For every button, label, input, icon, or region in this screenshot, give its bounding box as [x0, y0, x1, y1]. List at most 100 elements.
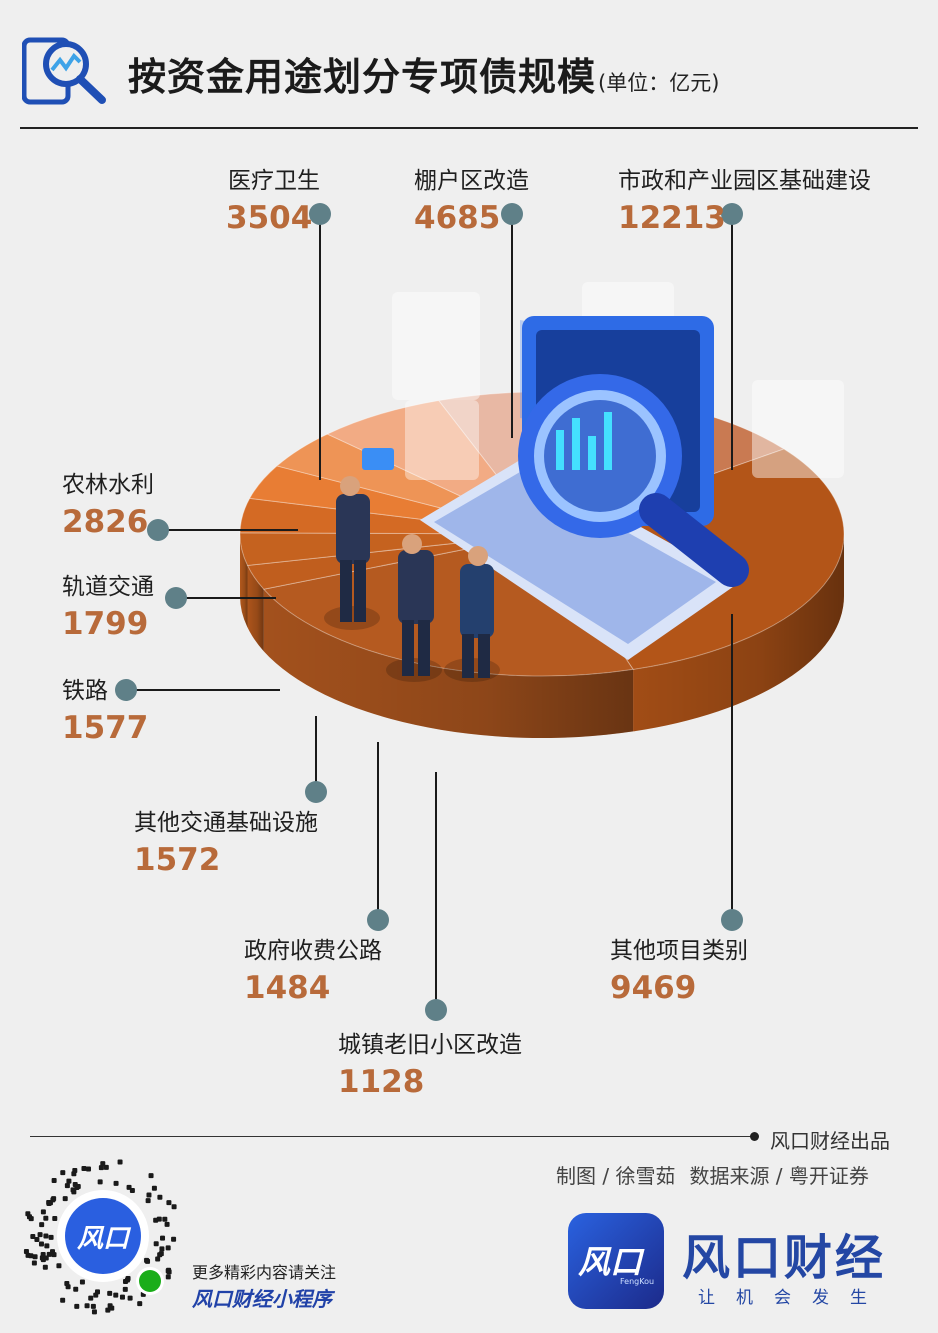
- pie-sides: [240, 534, 844, 738]
- qr-dot: [42, 1264, 48, 1270]
- qr-dot: [23, 1249, 29, 1255]
- qr-dot: [60, 1170, 66, 1176]
- pie-labels: 医疗卫生3504棚户区改造4685市政和产业园区基础建设12213其他项目类别9…: [62, 168, 871, 1100]
- category-label: 市政和产业园区基础建设: [618, 168, 871, 194]
- qr-dot: [88, 1295, 94, 1301]
- qr-dot: [162, 1216, 168, 1222]
- qr-dot: [160, 1235, 166, 1241]
- qr-dot: [171, 1236, 177, 1242]
- category-label: 农林水利: [62, 472, 154, 498]
- qr-dot: [157, 1194, 163, 1200]
- producer-credit: 风口财经出品: [770, 1129, 890, 1153]
- qr-dot: [165, 1245, 171, 1251]
- qr-dot: [66, 1178, 72, 1184]
- value-label: 4685: [414, 200, 500, 236]
- qr-dot: [151, 1185, 157, 1191]
- credits-line: 制图 / 徐雪茹数据来源 / 粤开证券: [556, 1160, 869, 1189]
- leader-dot: [425, 999, 447, 1021]
- value-label: 1128: [338, 1064, 424, 1100]
- qr-dot: [56, 1263, 62, 1269]
- qr-dot: [125, 1275, 131, 1281]
- pie-slice-side-shade: [633, 534, 844, 732]
- qr-dot: [64, 1183, 70, 1189]
- qr-dot: [31, 1260, 37, 1266]
- qr-dot: [37, 1232, 43, 1238]
- pie-chart: 医疗卫生3504棚户区改造4685市政和产业园区基础建设12213其他项目类别9…: [62, 168, 871, 1100]
- leader-dot: [147, 519, 169, 541]
- pie-label-group: 农林水利 2826: [62, 472, 298, 541]
- qr-dot: [51, 1252, 57, 1258]
- title-divider: [20, 127, 918, 129]
- qr-dot: [73, 1286, 79, 1292]
- qr-dot: [90, 1303, 96, 1309]
- qr-dot: [146, 1192, 152, 1198]
- qr-dot: [100, 1161, 106, 1167]
- value-label: 3504: [226, 200, 312, 236]
- qr-dot: [157, 1252, 163, 1258]
- qr-dot: [65, 1284, 71, 1290]
- leader-dot: [721, 909, 743, 931]
- category-label: 城镇老旧小区改造: [338, 1032, 522, 1058]
- brand-slogan: 让机会发生: [698, 1288, 888, 1308]
- qr-dot: [25, 1252, 31, 1258]
- qr-dot: [70, 1187, 76, 1193]
- qr-dot: [79, 1279, 85, 1285]
- leader-dot: [367, 909, 389, 931]
- value-label: 1799: [62, 606, 148, 642]
- pie-label-group: 医疗卫生 3504: [226, 168, 331, 480]
- qr-dot: [48, 1234, 54, 1240]
- pie-label-group: 轨道交通 1799: [62, 574, 276, 642]
- logo-subtext: FengKou: [620, 1277, 655, 1286]
- pie-label-group: 政府收费公路 1484: [244, 742, 389, 1006]
- value-label: 2826: [62, 504, 148, 540]
- pie-label-group: 城镇老旧小区改造 1128: [338, 772, 522, 1100]
- value-label: 1484: [244, 970, 330, 1006]
- leader-dot: [721, 203, 743, 225]
- qr-dot: [25, 1211, 31, 1217]
- qr-dot: [164, 1221, 170, 1227]
- qr-code-icon[interactable]: 风口: [22, 1155, 184, 1317]
- qr-dot: [30, 1234, 36, 1240]
- leader-dot: [309, 203, 331, 225]
- qr-dot: [40, 1209, 46, 1215]
- qr-dot: [38, 1241, 44, 1247]
- qr-dot: [44, 1243, 50, 1249]
- qr-dot: [148, 1173, 154, 1179]
- category-label: 轨道交通: [62, 574, 154, 600]
- qr-dot: [32, 1254, 38, 1260]
- qr-dot: [43, 1233, 49, 1239]
- category-label: 其他项目类别: [610, 938, 748, 964]
- qr-dot: [72, 1168, 78, 1174]
- mini-program-name[interactable]: 风口财经小程序: [192, 1287, 332, 1311]
- qr-dot: [145, 1198, 151, 1204]
- qr-dot: [166, 1267, 172, 1273]
- qr-dot: [43, 1215, 49, 1221]
- leader-dot: [115, 679, 137, 701]
- qr-dot: [103, 1164, 109, 1170]
- qr-dot: [113, 1292, 119, 1298]
- qr-dot: [52, 1215, 58, 1221]
- chart-credit: 制图 / 徐雪茹: [556, 1164, 676, 1188]
- qr-dot: [39, 1222, 45, 1228]
- qr-dot: [159, 1246, 165, 1252]
- qr-dot: [155, 1256, 161, 1262]
- qr-dot: [98, 1165, 104, 1171]
- category-label: 医疗卫生: [228, 168, 320, 194]
- pie-slice-side-shade: [247, 565, 264, 652]
- qr-dot: [60, 1297, 66, 1303]
- qr-dot: [105, 1307, 111, 1313]
- footer-divider: [30, 1136, 752, 1137]
- page-title: 按资金用途划分专项债规模(单位：亿元): [128, 55, 720, 99]
- magnifier-chart-icon: [22, 37, 106, 105]
- value-label: 1572: [134, 842, 220, 878]
- qr-dot: [91, 1309, 97, 1315]
- follow-text: 更多精彩内容请关注: [192, 1263, 337, 1282]
- source-credit: 数据来源 / 粤开证券: [689, 1164, 869, 1188]
- category-label: 政府收费公路: [244, 938, 382, 964]
- qr-dot: [113, 1180, 119, 1186]
- qr-dot: [97, 1179, 103, 1185]
- qr-dot: [43, 1255, 49, 1261]
- pie-slice-side-shade: [263, 589, 634, 738]
- brand-name: 风口财经: [682, 1230, 887, 1286]
